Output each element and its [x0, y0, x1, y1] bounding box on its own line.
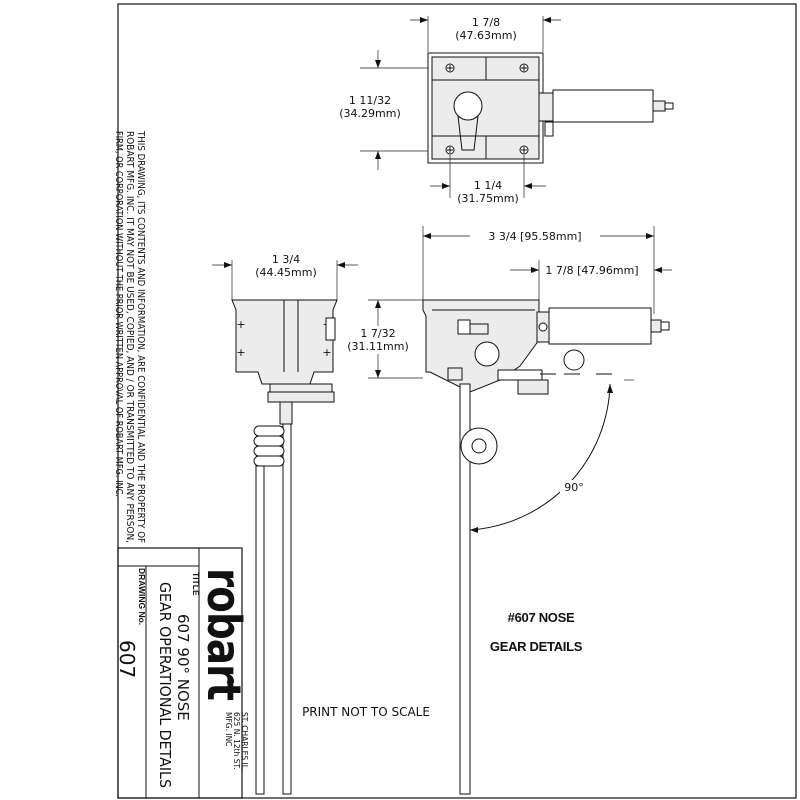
drawing-label: DRAWING No.: [137, 568, 147, 625]
dim-top-height-mm: (34.29mm): [339, 107, 401, 120]
title-line1: 607 90° NOSE: [174, 614, 192, 721]
dim-side-height: 1 7/32: [360, 327, 395, 340]
note-scale: PRINT NOT TO SCALE: [302, 705, 430, 719]
title-block: robart MFG. INC 625 N. 12th ST. ST. CHAR…: [115, 547, 251, 799]
dim-cylinder: 1 7/8 [47.96mm]: [545, 264, 638, 277]
dim-angle: 90°: [564, 481, 584, 494]
dim-front-width-mm: (44.45mm): [255, 266, 317, 279]
title-line2: GEAR OPERATIONAL DETAILS: [156, 582, 174, 788]
svg-text:+: +: [236, 346, 245, 359]
side-view: 3 3/4 [95.58mm] 1 7/8 [47.96mm] 1 7/32 (…: [342, 226, 672, 795]
company-line2: 625 N. 12th ST.: [232, 712, 241, 770]
drawing-border: [117, 3, 797, 799]
company-line1: MFG. INC: [224, 712, 233, 746]
svg-text:+: +: [236, 318, 245, 331]
confidential-line2: ROBART MFG. INC. IT MAY NOT BE USED, COP…: [124, 131, 135, 543]
company-line3: ST. CHARLES IL.: [240, 712, 249, 771]
note-title-line2: GEAR DETAILS: [490, 639, 583, 654]
dim-overall: 3 3/4 [95.58mm]: [488, 230, 581, 243]
dim-top-width-mm: (47.63mm): [455, 29, 517, 42]
confidential-note: THIS DRAWING, ITS CONTENTS AND INFORMATI…: [113, 130, 146, 543]
confidential-line3: FIRM, OR CORPORATION WITHOUT THE PRIOR W…: [113, 131, 124, 497]
note-title-line1: #607 NOSE: [508, 610, 575, 625]
dim-hole-spacing: 1 1/4: [474, 179, 502, 192]
front-view: 1 3/4 (44.45mm) + + + +: [212, 253, 358, 795]
drawing-number: 607: [115, 640, 139, 678]
dim-hole-spacing-mm: (31.75mm): [457, 192, 519, 205]
dim-top-height: 1 11/32: [349, 94, 391, 107]
top-view: 1 7/8 (47.63mm) 1 11/32 (34.29mm): [339, 16, 674, 205]
dim-top-width: 1 7/8: [472, 16, 500, 29]
svg-text:+: +: [322, 346, 331, 359]
dim-front-width: 1 3/4: [272, 253, 300, 266]
robart-logo: robart: [197, 568, 251, 700]
confidential-line1: THIS DRAWING, ITS CONTENTS AND INFORMATI…: [135, 130, 146, 543]
title-label: TITLE: [191, 572, 201, 596]
dim-side-height-mm: (31.11mm): [347, 340, 409, 353]
